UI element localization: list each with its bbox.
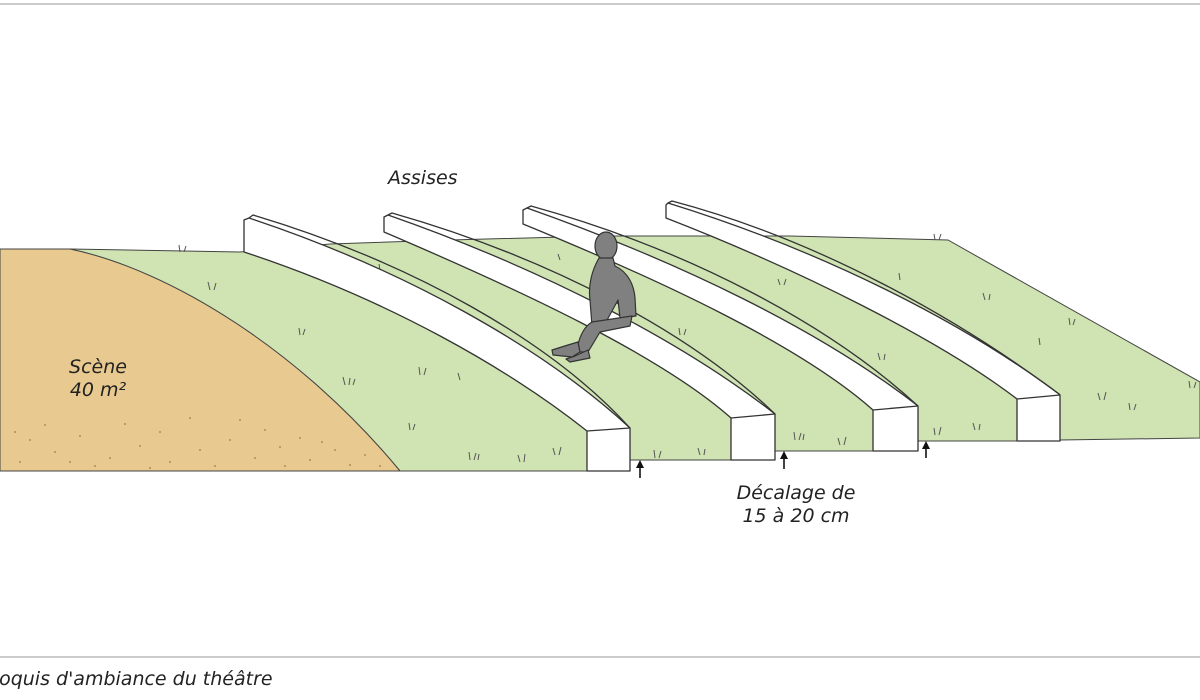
- offset-label-line2: 15 à 20 cm: [742, 505, 850, 527]
- stage-texture: [14, 417, 381, 469]
- arrow-up-icon: [922, 441, 930, 458]
- arrow-up-icon: [636, 460, 644, 478]
- stage-area: [0, 248, 402, 472]
- offset-label-line1: Décalage de: [736, 482, 856, 504]
- stage-label-line2: 40 m²: [69, 379, 127, 401]
- stage-label: Scène 40 m²: [40, 356, 156, 402]
- seats-label-text: Assises: [388, 167, 458, 189]
- arrow-up-icon: [780, 451, 788, 469]
- grass-tufts: [178, 233, 1197, 463]
- stage-label-line1: Scène: [69, 356, 127, 378]
- bench-3: [522, 205, 919, 452]
- seats-label: Assises: [388, 167, 458, 190]
- bench-4: [665, 200, 1061, 442]
- seated-person-icon: [551, 231, 637, 363]
- figure-caption: Croquis d'ambiance du théâtre: [0, 668, 273, 690]
- offset-label: Décalage de 15 à 20 cm: [716, 482, 876, 528]
- bench-1: [243, 214, 631, 472]
